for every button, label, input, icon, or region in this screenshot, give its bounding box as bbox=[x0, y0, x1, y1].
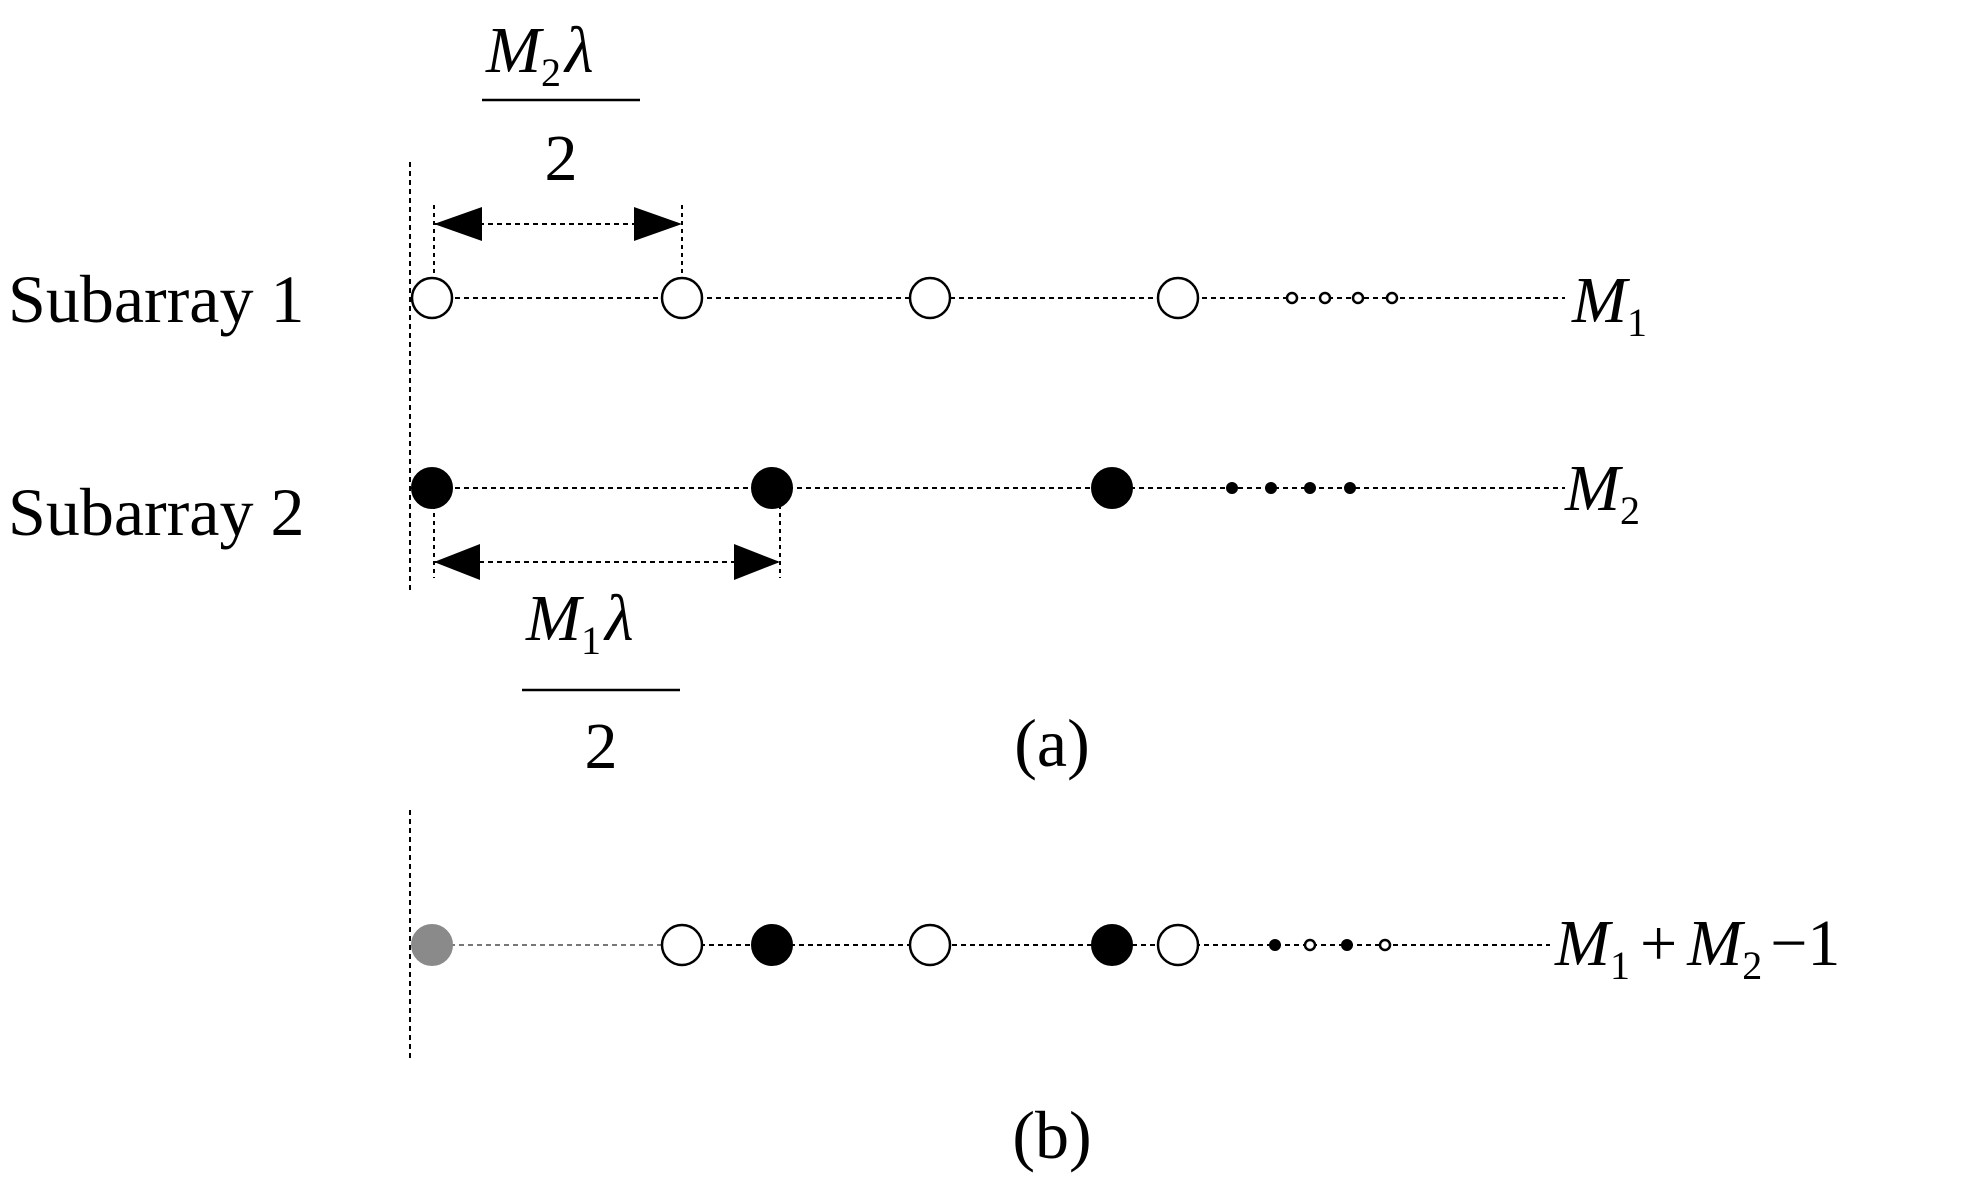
sensor-open bbox=[1156, 923, 1200, 967]
sensor-open bbox=[660, 276, 704, 320]
svg-text:2: 2 bbox=[585, 710, 618, 783]
ellipsis-dot-open bbox=[1351, 291, 1365, 305]
arrowhead-right bbox=[734, 544, 780, 580]
svg-text:M1λ: M1λ bbox=[525, 582, 634, 663]
ellipsis-dot-open bbox=[1318, 291, 1332, 305]
subarray-1-label: Subarray 1 bbox=[8, 261, 304, 337]
row1-count-label: M1 bbox=[1571, 264, 1647, 345]
ellipsis-dot-open bbox=[1378, 938, 1392, 952]
spacing-arrow-bottom bbox=[433, 505, 781, 580]
spacing-label-bottom: M1λ 2 bbox=[522, 582, 680, 783]
spacing-label-top: M2λ 2 bbox=[482, 14, 640, 195]
sensor-shared bbox=[411, 924, 453, 966]
sensor-filled bbox=[751, 467, 793, 509]
subarray-2-label: Subarray 2 bbox=[8, 474, 304, 550]
ellipsis-dot-filled bbox=[1341, 939, 1353, 951]
arrowhead-left bbox=[434, 207, 482, 241]
sensor-filled bbox=[751, 924, 793, 966]
ellipsis-dot-filled bbox=[1344, 482, 1356, 494]
ellipsis-dot-filled bbox=[1265, 482, 1277, 494]
spacing-arrow-top bbox=[433, 205, 683, 278]
ellipsis-dot-filled bbox=[1304, 482, 1316, 494]
ellipsis-dot-filled bbox=[1226, 482, 1238, 494]
panel-a-label: (a) bbox=[1014, 705, 1089, 781]
svg-text:2: 2 bbox=[545, 122, 578, 195]
sensor-open bbox=[410, 276, 454, 320]
sensor-open bbox=[908, 923, 952, 967]
ellipsis-dot-open bbox=[1285, 291, 1299, 305]
panel-b-label: (b) bbox=[1012, 1097, 1091, 1173]
ellipsis-dot-open bbox=[1385, 291, 1399, 305]
ellipsis-dot-open bbox=[1303, 938, 1317, 952]
row3-count-label: M1+M2−1 bbox=[1554, 907, 1840, 988]
svg-text:M2λ: M2λ bbox=[485, 14, 594, 95]
sensor-filled bbox=[1091, 467, 1133, 509]
arrowhead-right bbox=[634, 207, 682, 241]
ellipsis-dot-filled bbox=[1269, 939, 1281, 951]
row2-count-label: M2 bbox=[1564, 452, 1640, 533]
sensor-open bbox=[908, 276, 952, 320]
sensor-open bbox=[1156, 276, 1200, 320]
sensor-filled bbox=[1091, 924, 1133, 966]
sensor-filled bbox=[411, 467, 453, 509]
arrowhead-left bbox=[434, 544, 480, 580]
sensor-open bbox=[660, 923, 704, 967]
